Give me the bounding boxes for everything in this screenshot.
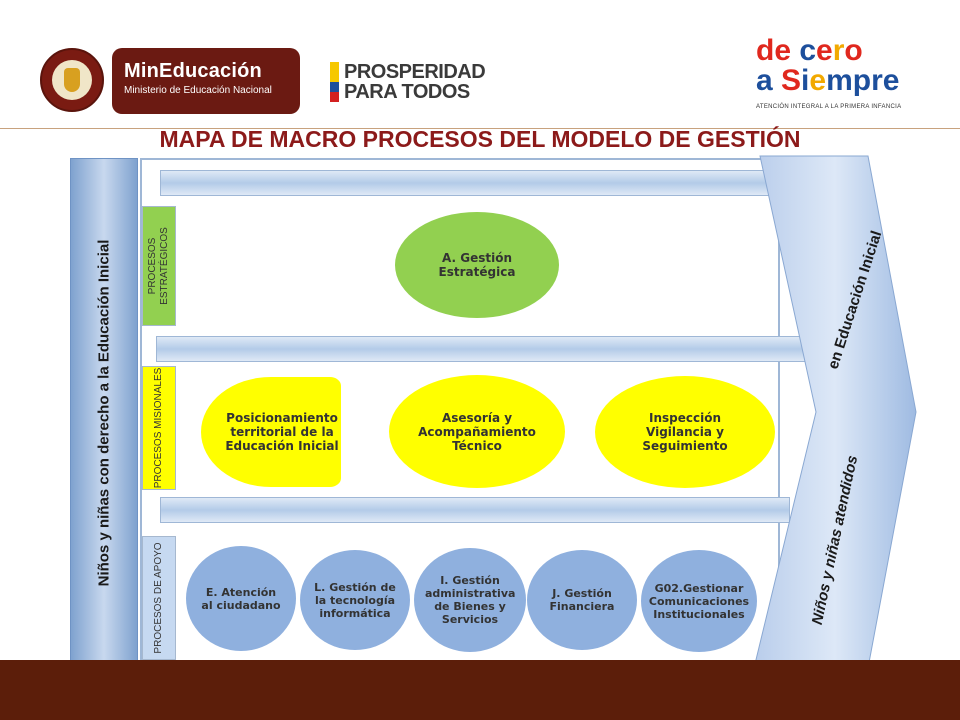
output-arrow	[753, 155, 917, 669]
node-gestion-estrategica: A. Gestión Estratégica	[395, 212, 559, 318]
row-label-estrategicos: PROCESOS ESTRATÉGICOS	[142, 206, 176, 326]
node-atencion-ciudadano: E. Atención al ciudadano	[186, 546, 296, 651]
band-bottom	[160, 497, 790, 523]
band-middle	[156, 336, 816, 362]
mineducacion-logo: MinEducación Ministerio de Educación Nac…	[112, 48, 300, 114]
left-input-label: Niños y niñas con derecho a la Educación…	[95, 239, 113, 587]
page-title: MAPA DE MACRO PROCESOS DEL MODELO DE GES…	[159, 126, 801, 152]
node-gestion-administrativa: I. Gestión administrativa de Bienes y Se…	[414, 548, 526, 652]
prosperidad-line1: PROSPERIDAD	[344, 61, 486, 83]
node-gestion-financiera: J. Gestión Financiera	[527, 550, 637, 650]
left-input-bar	[70, 158, 138, 668]
node-gestion-tecnologia: L. Gestión de la tecnología informática	[300, 550, 410, 650]
node-posicionamiento: Posicionamiento territorial de la Educac…	[201, 377, 341, 487]
footer-bar	[0, 660, 960, 720]
node-inspeccion: Inspección Vigilancia y Seguimiento	[595, 376, 775, 488]
node-asesoria: Asesoría y Acompañamiento Técnico	[389, 375, 565, 488]
decero-tagline: ATENCIÓN INTEGRAL A LA PRIMERA INFANCIA	[756, 104, 902, 110]
de-cero-a-siempre-logo: de cero a Siempre ATENCIÓN INTEGRAL A LA…	[756, 34, 902, 111]
node-comunicaciones: G02.Gestionar Comunicaciones Institucion…	[641, 550, 757, 652]
band-top	[160, 170, 770, 196]
mineducacion-title: MinEducación	[124, 60, 262, 82]
row-label-apoyo: PROCESOS DE APOYO	[142, 536, 176, 660]
colombia-seal-logo	[40, 48, 104, 112]
row-label-misionales: PROCESOS MISIONALES	[142, 366, 176, 490]
prosperidad-line2: PARA TODOS	[344, 81, 470, 103]
header-divider	[0, 128, 960, 129]
prosperidad-logo: PROSPERIDAD PARA TODOS	[330, 60, 500, 106]
mineducacion-subtitle: Ministerio de Educación Nacional	[124, 85, 272, 96]
